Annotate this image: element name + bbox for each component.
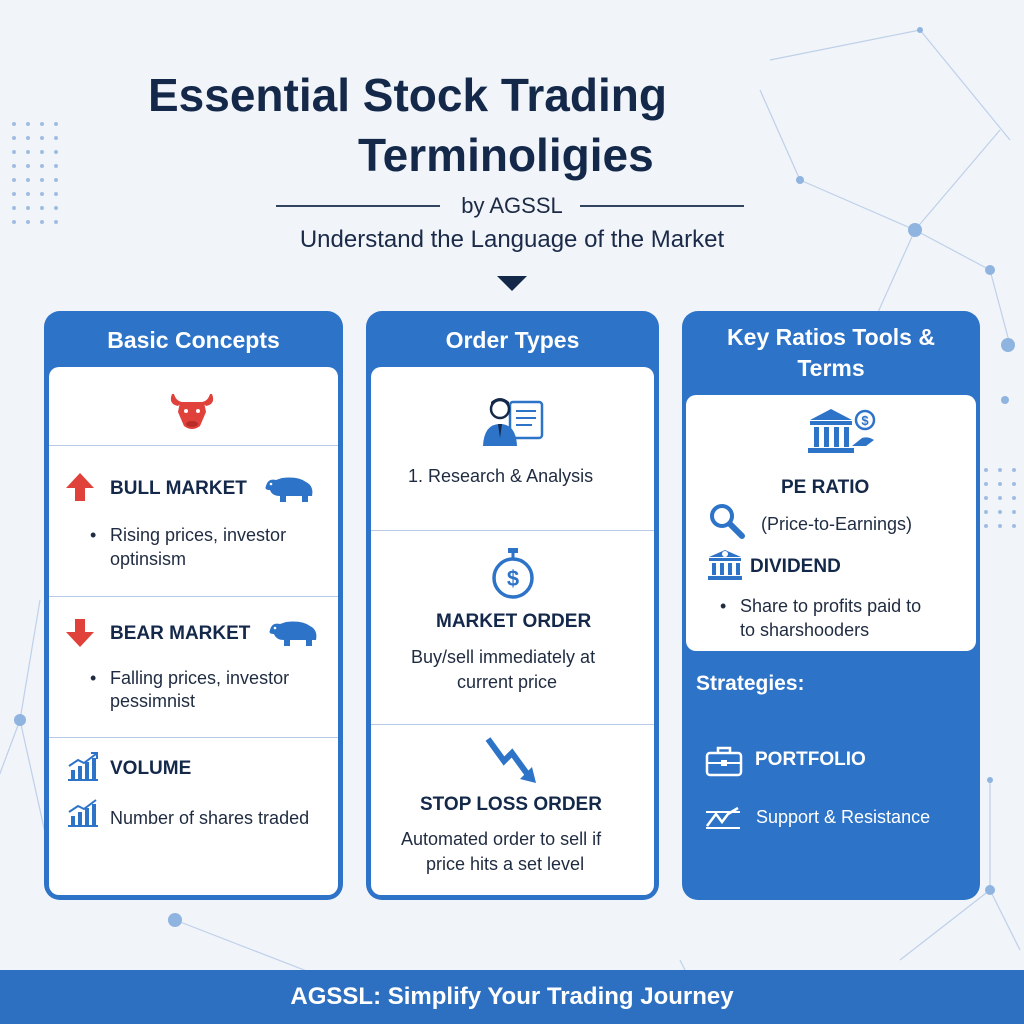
research-analysis-label: 1. Research & Analysis <box>408 466 594 486</box>
stop-loss-line1: Automated order to sell if <box>401 829 602 849</box>
svg-text:$: $ <box>507 566 519 591</box>
order-types-title: Order Types <box>445 327 580 353</box>
market-order-line2: current price <box>457 672 558 692</box>
down-arrow-red-icon <box>66 619 94 647</box>
volume-description: Number of shares traded <box>110 808 310 828</box>
bank-icon <box>708 550 742 580</box>
briefcase-icon <box>705 746 743 777</box>
bull-market-line2: optinsism <box>110 549 187 569</box>
market-order-line1: Buy/sell immediately at <box>411 647 596 667</box>
declining-arrow-icon <box>485 737 536 783</box>
support-resistance-icon <box>706 806 740 829</box>
volume-heading: VOLUME <box>110 758 192 779</box>
stop-loss-line2: price hits a set level <box>426 854 585 874</box>
key-ratios-title-line1: Key Ratios Tools & <box>727 324 935 350</box>
portfolio-label: PORTFOLIO <box>755 749 866 770</box>
page-title-line2: Terminoligies <box>358 129 654 181</box>
market-order-heading: MARKET ORDER <box>436 611 592 632</box>
stopwatch-dollar-icon: $ <box>492 548 534 599</box>
pe-ratio-heading: PE RATIO <box>781 477 870 498</box>
byline-rule-left <box>276 205 440 207</box>
bank-dollar-icon: $ <box>808 409 876 453</box>
bear-market-heading: BEAR MARKET <box>110 623 251 644</box>
dividend-heading: DIVIDEND <box>750 556 841 577</box>
byline-rule-right <box>580 205 744 207</box>
bear-market-line2: pessimnist <box>110 691 196 711</box>
pe-ratio-description: (Price-to-Earnings) <box>761 514 913 534</box>
bear-icon <box>269 621 317 646</box>
divider <box>371 530 654 531</box>
bull-market-heading: BULL MARKET <box>110 478 247 499</box>
volume-chart-icon <box>68 752 98 781</box>
strategies-heading: Strategies: <box>696 672 805 695</box>
down-arrow-icon <box>497 276 527 291</box>
svg-text:$: $ <box>861 413 869 428</box>
divider <box>371 724 654 725</box>
stop-loss-heading: STOP LOSS ORDER <box>420 794 602 815</box>
bear-icon <box>265 477 313 502</box>
key-ratios-title-line2: Terms <box>797 355 865 381</box>
page-title-line1: Essential Stock Trading <box>148 69 667 121</box>
bull-market-line1: Rising prices, investor <box>90 523 286 547</box>
divider <box>49 596 338 597</box>
analyst-icon <box>483 398 544 446</box>
footer-banner <box>0 970 1024 1024</box>
up-arrow-icon <box>66 473 94 501</box>
bear-market-line1: Falling prices, investor <box>90 666 289 690</box>
footer-text: AGSSL: Simplify Your Trading Journey <box>290 983 734 1010</box>
support-resistance-label: Support & Resistance <box>756 807 931 827</box>
order-types-panel <box>371 367 654 895</box>
magnifier-icon <box>710 504 745 539</box>
byline: by AGSSL <box>461 193 563 218</box>
subtitle: Understand the Language of the Market <box>299 226 725 253</box>
dividend-line1: Share to profits paid to <box>720 594 921 618</box>
divider <box>49 445 338 446</box>
volume-chart-icon <box>68 799 98 827</box>
bull-icon <box>170 394 214 429</box>
dividend-line2: to sharshooders <box>740 620 870 640</box>
basic-concepts-title: Basic Concepts <box>107 327 280 353</box>
divider <box>49 737 338 738</box>
